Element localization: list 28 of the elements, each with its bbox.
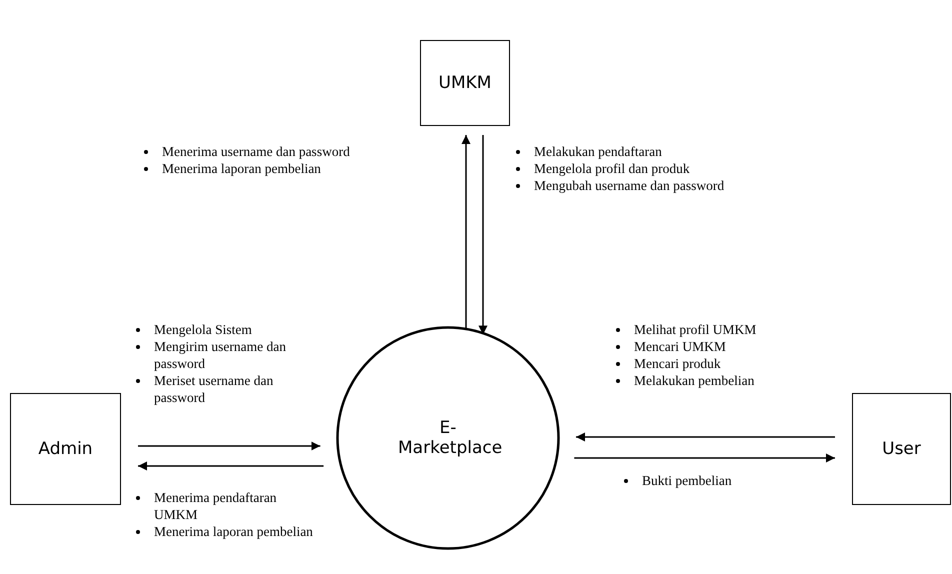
flow-description: Meriset username dan password bbox=[154, 372, 274, 406]
flow-description: Bukti pembelian bbox=[642, 472, 732, 489]
entity-box bbox=[852, 393, 951, 505]
flow-description: Menerima laporan pembelian bbox=[162, 160, 321, 177]
node-label: User bbox=[882, 439, 921, 459]
flow-description: Menerima username dan password bbox=[162, 143, 350, 160]
arrow bbox=[574, 454, 835, 462]
arrow bbox=[462, 135, 470, 330]
node-label: Admin bbox=[38, 439, 93, 459]
flow-description: Menerima laporan pembelian bbox=[154, 523, 313, 540]
entity-box bbox=[10, 393, 121, 505]
flow-description: Mengubah username dan password bbox=[534, 177, 724, 194]
flow-description: Melakukan pendaftaran bbox=[534, 143, 662, 160]
flow-description: Mengelola profil dan produk bbox=[534, 160, 690, 177]
arrow bbox=[138, 462, 324, 470]
arrow bbox=[576, 432, 835, 442]
arrow bbox=[478, 135, 488, 335]
flow-description: Mengelola Sistem bbox=[154, 321, 252, 338]
process-circle bbox=[336, 326, 560, 550]
entity-box bbox=[420, 40, 510, 126]
flow-description: Menerima pendaftaran UMKM bbox=[154, 489, 278, 523]
flow-description: Mencari UMKM bbox=[634, 338, 726, 355]
node-label: UMKM bbox=[438, 73, 492, 93]
flow-description: Mengirim username dan password bbox=[154, 338, 287, 372]
flow-description: Mencari produk bbox=[634, 355, 721, 372]
flow-description: Melihat profil UMKM bbox=[634, 321, 756, 338]
arrow bbox=[138, 442, 320, 450]
flow-description: Melakukan pembelian bbox=[634, 372, 754, 389]
